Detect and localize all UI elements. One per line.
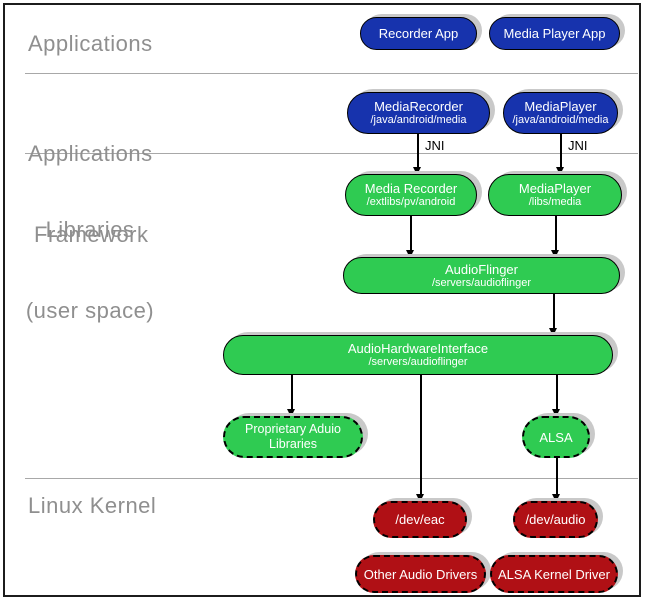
edge-alsa-devaudio-arrowhead bbox=[552, 494, 560, 502]
edge-ahi-alsa-arrowhead bbox=[552, 409, 560, 417]
section-label-linux-kernel: Linux Kernel bbox=[28, 493, 157, 518]
node-mediarecorder-framework: MediaRecorder /java/android/media bbox=[347, 92, 490, 134]
node-dev-eac: /dev/eac bbox=[373, 501, 467, 538]
edge-ahi-proprietary-arrowhead bbox=[287, 409, 295, 417]
node-audioflinger: AudioFlinger /servers/audioflinger bbox=[343, 257, 620, 294]
node-dev-audio: /dev/audio bbox=[513, 501, 598, 538]
section-label-applications: Applications bbox=[28, 31, 153, 56]
edge-mediaplayer-jni-line bbox=[560, 134, 562, 168]
node-alsa-kernel-driver: ALSA Kernel Driver bbox=[490, 555, 618, 593]
node-audiohardwareinterface: AudioHardwareInterface /servers/audiofli… bbox=[223, 335, 613, 375]
edge-playerlib-audioflinger-arrowhead bbox=[551, 250, 559, 258]
edge-audioflinger-ahi-arrowhead bbox=[549, 328, 557, 336]
edge-alsa-devaudio-line bbox=[556, 458, 558, 494]
edge-recorderlib-audioflinger-line bbox=[410, 216, 412, 250]
separator-framework-libraries bbox=[25, 153, 638, 154]
edge-mediarecorder-jni-line bbox=[417, 134, 419, 168]
diagram-border bbox=[3, 3, 641, 597]
edge-ahi-deveac-arrowhead bbox=[416, 494, 424, 502]
node-recorder-app: Recorder App bbox=[360, 17, 477, 50]
node-media-recorder-lib: Media Recorder /extlibs/pv/android bbox=[345, 174, 477, 216]
edge-label-jni-left: JNI bbox=[425, 138, 445, 153]
node-other-audio-drivers: Other Audio Drivers bbox=[355, 555, 486, 593]
section-label-libraries: Libraries (user space) bbox=[25, 217, 155, 323]
edge-playerlib-audioflinger-line bbox=[555, 216, 557, 250]
section-label-applications-framework: Applications Framework bbox=[28, 141, 153, 247]
edge-mediaplayer-arrowhead bbox=[556, 167, 564, 175]
edge-ahi-alsa-line bbox=[556, 375, 558, 409]
separator-applications-framework bbox=[25, 73, 638, 74]
edge-label-jni-right: JNI bbox=[568, 138, 588, 153]
edge-ahi-proprietary-line bbox=[291, 375, 293, 409]
node-mediaplayer-lib: MediaPlayer /libs/media bbox=[488, 174, 622, 216]
node-alsa: ALSA bbox=[522, 416, 590, 458]
edge-audioflinger-ahi-line bbox=[553, 294, 555, 328]
node-mediaplayer-framework: MediaPlayer /java/android/media bbox=[503, 92, 618, 134]
edge-mediarecorder-arrowhead bbox=[413, 167, 421, 175]
edge-ahi-deveac-line bbox=[420, 375, 422, 494]
separator-libraries-kernel bbox=[25, 478, 638, 479]
edge-recorderlib-audioflinger-arrowhead bbox=[406, 250, 414, 258]
node-proprietary-audio-libraries: Proprietary Aduio Libraries bbox=[223, 416, 363, 458]
node-media-player-app: Media Player App bbox=[489, 17, 620, 50]
